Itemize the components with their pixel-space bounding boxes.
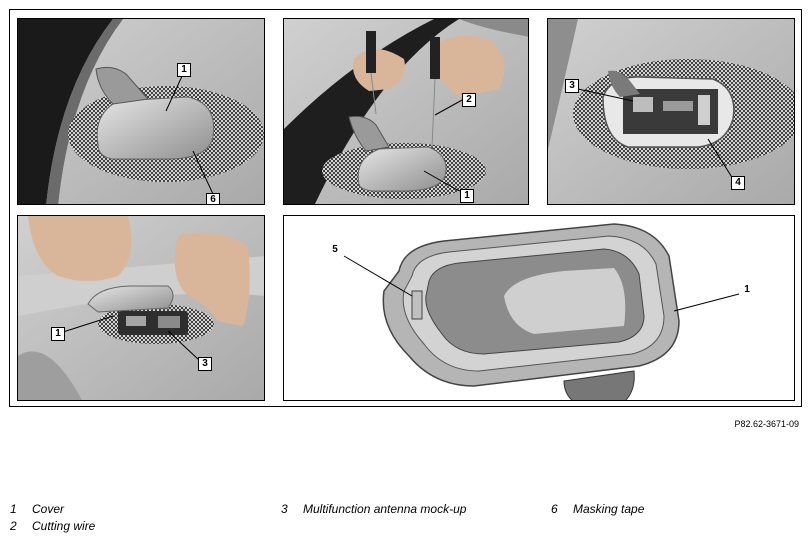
callout-3: 3 [198, 357, 212, 371]
legend-number: 3 [281, 502, 288, 516]
panel-antenna-mockup-top: 3 4 [547, 18, 795, 205]
legend-item-2: 2 Cutting wire [10, 519, 95, 533]
legend-number: 2 [10, 519, 17, 533]
legend-number: 6 [551, 502, 558, 516]
callout-1: 1 [744, 284, 750, 295]
callout-1: 1 [51, 327, 65, 341]
panel-3-illustration [548, 19, 794, 204]
figure-reference-code: P82.62-3671-09 [734, 419, 799, 429]
legend-label: Cover [32, 502, 65, 516]
legend-item-6: 6 Masking tape [551, 502, 644, 516]
callout-5: 5 [332, 244, 338, 255]
legend-number: 1 [10, 502, 17, 516]
callout-1: 1 [177, 63, 191, 77]
panel-5-illustration [343, 223, 740, 400]
callout-3: 3 [565, 79, 579, 93]
legend-label: Cutting wire [32, 519, 96, 533]
legend-item-1: 1 Cover [10, 502, 64, 516]
panel-cover-underside: 5 1 [283, 215, 795, 401]
panel-1-illustration [18, 19, 264, 204]
callout-6: 6 [206, 193, 220, 204]
panel-cover-with-masking-tape: 1 6 [17, 18, 265, 205]
figure-frame: 1 6 2 1 [9, 9, 802, 407]
legend-item-3: 3 Multifunction antenna mock-up [281, 502, 466, 516]
panel-cutting-wire: 2 1 [283, 18, 529, 205]
callout-1: 1 [460, 189, 474, 203]
callout-4: 4 [731, 176, 745, 190]
callout-2: 2 [462, 93, 476, 107]
panel-2-illustration [284, 19, 528, 204]
panel-4-illustration [18, 216, 264, 400]
legend-label: Masking tape [573, 502, 645, 516]
panel-hands-removing-cover: 1 3 [17, 215, 265, 401]
legend-label: Multifunction antenna mock-up [303, 502, 467, 516]
